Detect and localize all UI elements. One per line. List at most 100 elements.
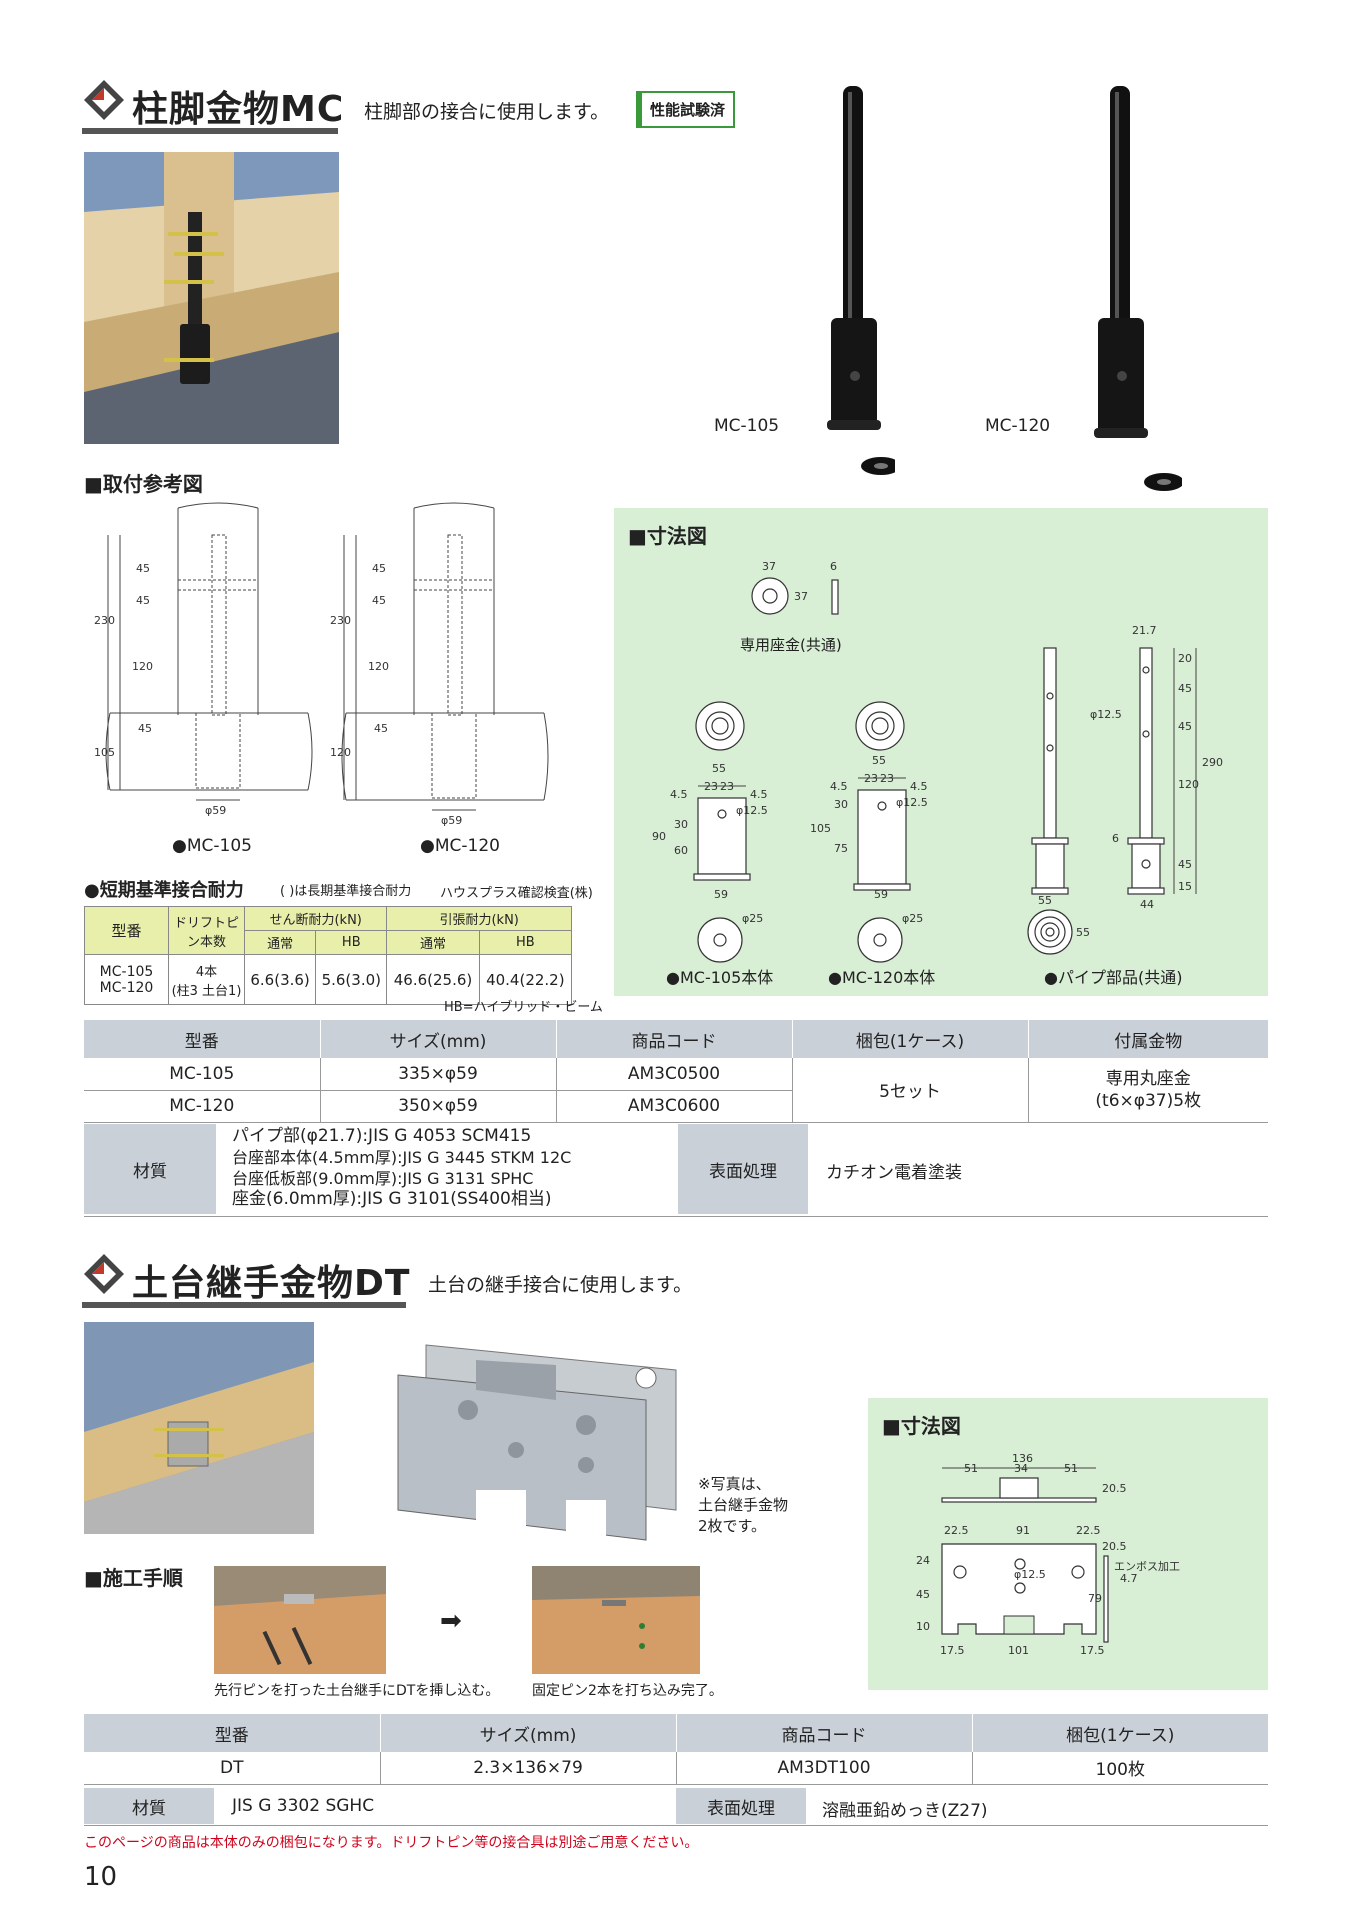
mc-surface-label: 表面処理 xyxy=(678,1124,808,1214)
body105-caption: ●MC-105本体 xyxy=(666,968,774,987)
perf-h-model: 型番 xyxy=(84,906,169,955)
dt-b: 91 xyxy=(1016,1524,1030,1537)
mc-accessory: 専用丸座金 (t6×φ37)5枚 xyxy=(1027,1058,1268,1123)
ref-a-d1: 45 xyxy=(136,562,150,575)
pipe-total: 290 xyxy=(1202,756,1223,769)
pipe-hole: φ12.5 xyxy=(1090,708,1122,721)
mc-materials: パイプ部(φ21.7):JIS G 4053 SCM415 台座部本体(4.5m… xyxy=(232,1126,571,1210)
procedure-heading: ■施工手順 xyxy=(84,1566,183,1590)
b120-a: 23 xyxy=(864,772,878,785)
ref-a-phi: φ59 xyxy=(205,804,226,817)
perf-tension-hb: 40.4(22.2) xyxy=(478,954,573,1005)
dt-v3: 10 xyxy=(916,1620,930,1633)
test-badge: 性能試験済 xyxy=(636,91,736,128)
perf-pins: 4本 (柱3 土台1) xyxy=(168,954,245,1005)
mc-row2-model: MC-120 xyxy=(84,1090,320,1123)
mc-105-label: MC-105 xyxy=(714,416,780,436)
perf-org: ハウスプラス確認検査(株) xyxy=(440,886,593,901)
dt-bl: 17.5 xyxy=(940,1644,965,1657)
b120-b: 23 xyxy=(880,772,894,785)
pipe-a: 20 xyxy=(1178,652,1192,665)
mc-material-2: 台座部本体(4.5mm厚):JIS G 3445 STKM 12C xyxy=(232,1148,572,1167)
perf-h-pin: ドリフトピン本数 xyxy=(168,906,245,955)
mc-row1-code: AM3C0500 xyxy=(555,1058,792,1091)
dt-h-model: 型番 xyxy=(84,1714,380,1752)
dt-side: 20.5 xyxy=(1102,1540,1127,1553)
mc-h-size: サイズ(mm) xyxy=(319,1020,556,1058)
washer-w: 37 xyxy=(762,560,776,573)
perf-h-tension: 引張耐力(kN) xyxy=(386,906,572,931)
mc-105-product-image xyxy=(815,86,901,486)
mc-pack: 5セット xyxy=(791,1058,1028,1123)
title-rule xyxy=(82,128,338,134)
b120-e1: 4.5 xyxy=(830,780,848,793)
b120-total: 105 xyxy=(810,822,831,835)
dt-bm: 101 xyxy=(1008,1644,1029,1657)
pipe-base: 44 xyxy=(1140,898,1154,911)
mc-tagline: 柱脚部の接合に使用します。 xyxy=(364,101,610,123)
perf-tension-normal: 46.6(25.6) xyxy=(386,954,480,1005)
b120-bottom: φ25 xyxy=(902,912,923,925)
b105-e2: 4.5 xyxy=(750,788,768,801)
mc-dims-heading: ■寸法図 xyxy=(628,524,707,548)
perf-shear-hb: 5.6(3.0) xyxy=(315,954,388,1005)
perf-note: ( )は長期基準接合耐力 xyxy=(280,884,412,899)
pipe-d: 21.7 xyxy=(1132,624,1157,637)
ref-drawing-mc120: 45 45 230 120 45 120 φ59 xyxy=(330,502,549,827)
dt-h: 20.5 xyxy=(1102,1482,1127,1495)
dt-h-code: 商品コード xyxy=(675,1714,972,1752)
ref-caption-mc120: ●MC-120 xyxy=(420,836,500,856)
b105-w: 55 xyxy=(712,762,726,775)
ref-a-d4: 120 xyxy=(132,660,153,673)
b105-a: 23 xyxy=(704,780,718,793)
mc-material-1: パイプ部(φ21.7):JIS G 4053 SCM415 xyxy=(232,1126,532,1146)
dt-dimensions-panel: ■寸法図 136 51 34 51 20.5 22.5 91 22.5 φ12.… xyxy=(868,1398,1268,1690)
step1-photo xyxy=(214,1566,386,1674)
dt-size: 2.3×136×79 xyxy=(379,1752,676,1785)
b120-h1: 30 xyxy=(834,798,848,811)
perf-shear-normal: 6.6(3.6) xyxy=(243,954,317,1005)
dt-material-label: 材質 xyxy=(84,1788,214,1824)
ref-b-d4: 120 xyxy=(368,660,389,673)
mc-title: 柱脚金物MC xyxy=(132,89,345,130)
mc-120-label: MC-120 xyxy=(985,416,1051,436)
dt-m: 34 xyxy=(1014,1462,1028,1475)
mc-h-code: 商品コード xyxy=(555,1020,792,1058)
b120-base: 59 xyxy=(874,888,888,901)
ref-a-d2: 45 xyxy=(136,594,150,607)
washer-t: 6 xyxy=(830,560,837,573)
perf-h-hb: HB xyxy=(315,930,388,955)
ref-a-d3: 230 xyxy=(94,614,115,627)
dt-material: JIS G 3302 SGHC xyxy=(232,1796,375,1816)
dt-photo-note: ※写真は、 土台継手金物 2枚です。 xyxy=(698,1475,789,1535)
dt-c: 22.5 xyxy=(1076,1524,1101,1537)
mc-row2-code: AM3C0600 xyxy=(555,1090,792,1123)
ref-a-d6: 105 xyxy=(94,746,115,759)
perf-h-hb2: HB xyxy=(478,930,573,955)
mc-row1-size: 335×φ59 xyxy=(319,1058,556,1091)
b105-h2: 60 xyxy=(674,844,688,857)
dt-spec-table: 型番 サイズ(mm) 商品コード 梱包(1ケース) DT 2.3×136×79 … xyxy=(84,1714,1268,1785)
dt-product-image xyxy=(396,1330,686,1550)
pipe-c: 45 xyxy=(1178,720,1192,733)
step2-caption: 固定ピン2本を打ち込み完了。 xyxy=(532,1683,723,1699)
b105-total: 90 xyxy=(652,830,666,843)
pipe-e: 45 xyxy=(1178,858,1192,871)
pipe-b: 45 xyxy=(1178,682,1192,695)
dt-title: 土台継手金物DT xyxy=(132,1263,411,1304)
brand-logo-icon xyxy=(84,1254,124,1294)
mc-row2-size: 350×φ59 xyxy=(319,1090,556,1123)
washer-label: 専用座金(共通) xyxy=(740,636,842,654)
ref-heading: ■取付参考図 xyxy=(84,472,203,496)
mc-material-4: 座金(6.0mm厚):JIS G 3101(SS400相当) xyxy=(232,1189,552,1209)
b120-h2: 75 xyxy=(834,842,848,855)
dt-v1: 24 xyxy=(916,1554,930,1567)
mc-material-label: 材質 xyxy=(84,1124,216,1214)
b105-hole: φ12.5 xyxy=(736,804,768,817)
mc-dimensions-panel: ■寸法図 37 37 6 55 23 23 4.5 4.5 φ12.5 30 9… xyxy=(614,508,1268,996)
dt-emboss: エンボス加工 xyxy=(1114,1560,1180,1573)
dt-r: 51 xyxy=(1064,1462,1078,1475)
perf-h-normal: 通常 xyxy=(243,930,317,955)
dt-tagline: 土台の継手接合に使用します。 xyxy=(428,1274,693,1296)
mc-surface: カチオン電着塗装 xyxy=(826,1163,962,1183)
